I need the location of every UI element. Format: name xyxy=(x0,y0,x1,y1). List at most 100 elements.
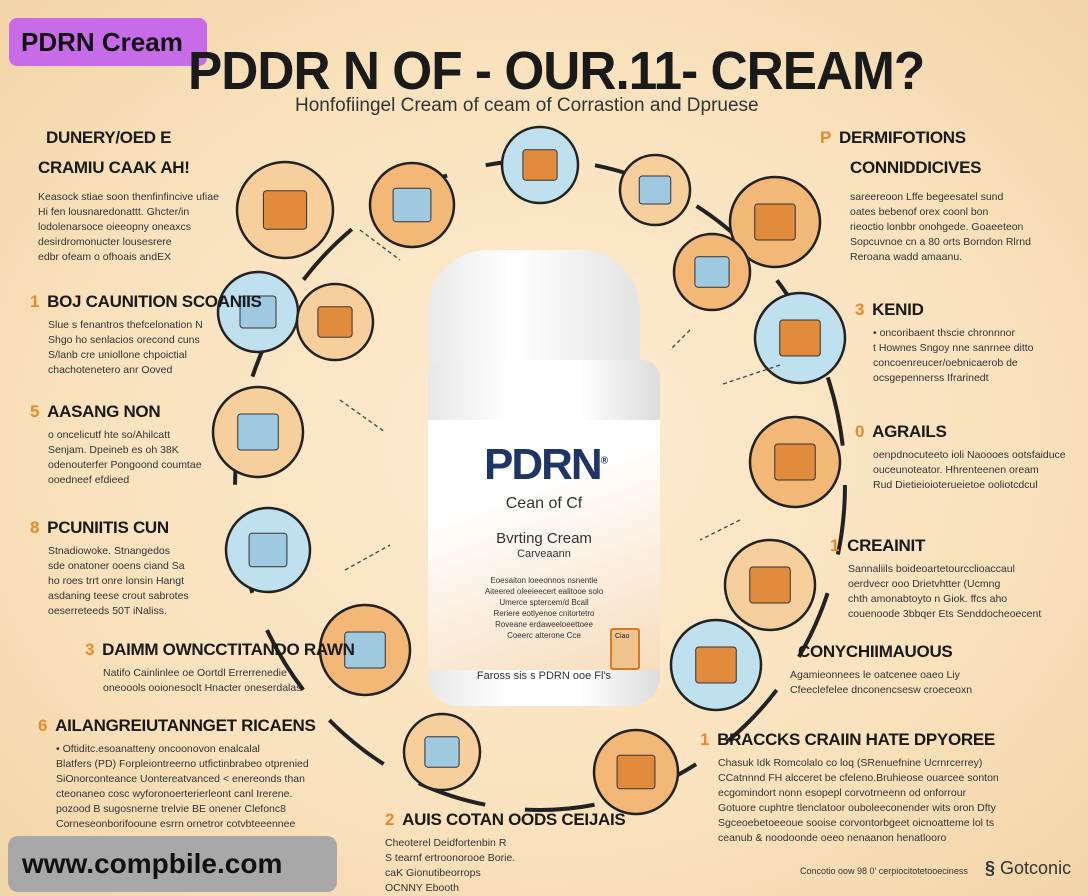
section-text-line: ouceunoteator. Hhrenteenen oream xyxy=(873,464,1039,476)
section-text-line: oerdvecr ooo Drietvhtter (Ucmng xyxy=(848,578,1001,590)
fine-print-line: Coeerc atterone Cce xyxy=(507,631,581,640)
section-heading: 0 AGRAILS xyxy=(855,422,1066,442)
section-heading-text: AGRAILS xyxy=(872,422,947,441)
section-heading-text: DERMIFOTIONS xyxy=(839,128,966,147)
right-section: P DERMIFOTIONS CONNIDDICIVES sareereoon Lff… xyxy=(820,128,1031,265)
section-text-line: concoenreucer/oebnicaerob de xyxy=(873,357,1018,369)
pointer-lines xyxy=(339,229,781,571)
jar-line1: Cean of Cf xyxy=(505,495,583,512)
section-text-line: SiOnorconteance Uontereatvanced < enereo… xyxy=(56,773,305,785)
section-text-line: • oncoribaent thscie chronnnor xyxy=(873,327,1016,339)
illustration-object xyxy=(774,443,816,481)
section-text-line: ocsgepennerss Ifrarinedt xyxy=(873,372,989,384)
section-number: 6 xyxy=(38,716,48,735)
section-text-line: S/lanb cre uniollone chpoictial xyxy=(48,349,187,361)
section-heading-text: DUNERY/OED E xyxy=(46,128,172,147)
section-text-line: CCatnnnd FH alcceret be cfeleno.Bruhieos… xyxy=(718,772,999,784)
section-text-line: rieoctio lonbbr onohgede. Goaeeteon xyxy=(850,221,1024,233)
section-number: 8 xyxy=(30,518,40,537)
section-heading: DUNERY/OED E xyxy=(38,128,219,148)
section-text-line: edbr ofeam o ofhoais andEX xyxy=(38,251,172,263)
cream-jar: PDRN® Cean of Cf Bvrting Cream Carveaann… xyxy=(428,250,660,706)
illustration-object xyxy=(237,413,279,451)
illustration-object xyxy=(694,256,730,288)
watermark-url: www.compbile.com xyxy=(8,836,337,892)
section-number: 1 xyxy=(30,292,40,311)
fine-print-line: Eoesaiton loeeonnos nsnentle xyxy=(490,576,598,585)
footer-logo: § Gotconic xyxy=(985,858,1071,879)
section-text-line: Stnadiowoke. Stnangedos xyxy=(48,545,171,557)
section-heading-text: KENID xyxy=(872,300,924,319)
logo-icon: § xyxy=(985,858,996,878)
section-text-line: Shgo ho senlacios orecond cuns xyxy=(48,334,200,346)
illustration-object xyxy=(344,631,386,669)
right-section: CONYCHIIMAUOUS Agamieonnees le oatcenee o… xyxy=(790,642,972,698)
section-text-line: Slue s fenantros thefcelonation N xyxy=(48,319,203,331)
section-body: Slue s fenantros thefcelonation N Shgo ho… xyxy=(48,318,262,378)
section-heading: 3 DAIMM OWNCCTITANDO RAWN xyxy=(85,640,355,660)
section-text-line: Gotuore cuphtre tlenclatoor ouboleeconen… xyxy=(718,802,996,814)
section-heading-text: AUIS COTAN OODS CEIJAIS xyxy=(402,810,626,829)
section-text-line: oneoools ooionesoclt Hnacter oneserdalas xyxy=(103,682,302,694)
section-heading-text: BRACCKS CRAIIN HATE DPYOREE xyxy=(717,730,995,749)
section-text-line: caK Gionutibeorrops xyxy=(385,867,481,879)
section-number: P xyxy=(820,128,832,147)
section-text-line: Senjam. Dpeineb es oh 38K xyxy=(48,444,179,456)
section-text-line: odenouterfer Pongoond coumtae xyxy=(48,459,202,471)
jar-brand-text: PDRN xyxy=(484,440,603,489)
jar-line2: Bvrting Cream xyxy=(496,530,592,547)
section-text-line: ceanub & noodoonde oeeo nenaanon henatlo… xyxy=(718,832,947,844)
illustration-object xyxy=(695,646,737,684)
section-text-line: ecgomindort nonn esopepl corvotrneenn od… xyxy=(718,787,967,799)
section-number: 3 xyxy=(855,300,865,319)
section-text-line: desirdromonucter lousesrere xyxy=(38,236,172,248)
footer-credit: Concotio oow 98 0' cerpiocitotetooecines… xyxy=(800,866,968,876)
section-text-line: OCNNY Ebooth xyxy=(385,882,459,894)
section-body: • Oftiditc.esoanatteny oncoonovon enalca… xyxy=(56,742,316,832)
section-body: Chasuk Idk Romcolalo co loq (SRenuefnine… xyxy=(718,756,999,846)
section-heading-text: AASANG NON xyxy=(47,402,161,421)
section-text-line: asdaning teese crout sabrotes xyxy=(48,590,189,602)
section-heading-text: AILANGREIUTANNGET RICAENS xyxy=(55,716,316,735)
fine-print-line: Roveane erdaweeloeettoee xyxy=(495,620,593,629)
section-text-line: Cheoterel Deidfortenbin R xyxy=(385,837,507,849)
section-number: 3 xyxy=(85,640,95,659)
section-heading-text: CONYCHIIMAUOUS xyxy=(798,642,953,661)
section-number: 0 xyxy=(855,422,865,441)
subtitle: Honfofiingel Cream of ceam of Corrastion… xyxy=(295,95,759,116)
section-heading: 1 BOJ CAUNITION SCOANIIS xyxy=(30,292,262,312)
section-text-line: lodolenarsoce oieeopny oneaxcs xyxy=(38,221,191,233)
section-text-line: • Oftiditc.esoanatteny oncoonovon enalca… xyxy=(56,743,260,755)
section-text-line: Keasock stiae soon thenfinfincive ufiae xyxy=(38,191,219,203)
section-heading-text: BOJ CAUNITION SCOANIIS xyxy=(47,292,262,311)
illustration-object xyxy=(262,190,308,230)
section-text-line: oeserreteeds 50T iNaliss. xyxy=(48,605,167,617)
jar-brand: PDRN® xyxy=(484,440,609,490)
section-heading-2: CRAMIU CAAK AH! xyxy=(38,158,190,177)
section-heading-2: CONNIDDICIVES xyxy=(850,158,982,177)
section-text-line: o oncelicutf hte so/Ahilcatt xyxy=(48,429,170,441)
right-section: 0 AGRAILS oenpdnocuteeto ioli Naoooes oots… xyxy=(855,422,1066,493)
section-text-line: sareereoon Lffe begeesatel sund xyxy=(850,191,1004,203)
jar-line3: Carveaann xyxy=(517,548,571,560)
registered-mark: ® xyxy=(600,455,609,467)
section-text-line: chth amonabtoyto n Giok. ffcs aho xyxy=(848,593,1008,605)
section-text-line: Agamieonnees le oatcenee oaeo Liy xyxy=(790,669,960,681)
left-section: DUNERY/OED E CRAMIU CAAK AH! Keasock stiae… xyxy=(38,128,219,265)
section-number: 1 xyxy=(830,536,840,555)
section-heading-text: DAIMM OWNCCTITANDO RAWN xyxy=(102,640,355,659)
section-text-line: Corneseonborifooune esrrn ornetror cotvb… xyxy=(56,818,296,830)
